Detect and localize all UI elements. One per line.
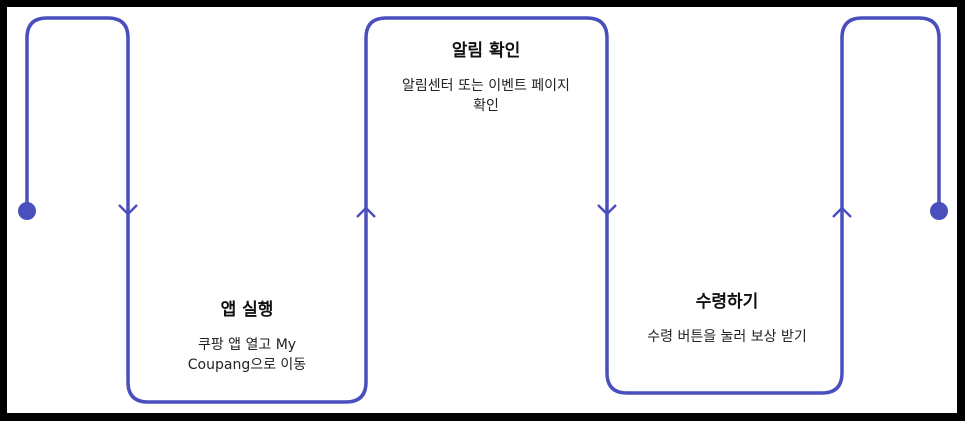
step-description: 알림센터 또는 이벤트 페이지 확인 xyxy=(402,78,570,114)
step-title: 알림 확인 xyxy=(451,41,521,61)
step-title: 앱 실행 xyxy=(220,300,274,320)
arrow-down-icon xyxy=(597,204,617,216)
step-description: 수령 버튼을 눌러 보상 받기 xyxy=(647,329,807,345)
step-description: 쿠팡 앱 열고 My Coupang으로 이동 xyxy=(187,337,307,373)
arrow-up-icon xyxy=(832,206,852,218)
end-dot xyxy=(930,202,948,220)
step-check-notification: 알림 확인 알림센터 또는 이벤트 페이지 확인 xyxy=(399,40,573,116)
arrow-up-icon xyxy=(356,206,376,218)
flow-connector-line xyxy=(25,16,941,404)
arrow-down-icon xyxy=(118,204,138,216)
diagram-canvas xyxy=(7,7,957,413)
step-title: 수령하기 xyxy=(695,292,759,312)
step-app-launch: 앱 실행 쿠팡 앱 열고 My Coupang으로 이동 xyxy=(172,299,322,375)
start-dot xyxy=(18,202,36,220)
step-claim-reward: 수령하기 수령 버튼을 눌러 보상 받기 xyxy=(634,291,820,347)
